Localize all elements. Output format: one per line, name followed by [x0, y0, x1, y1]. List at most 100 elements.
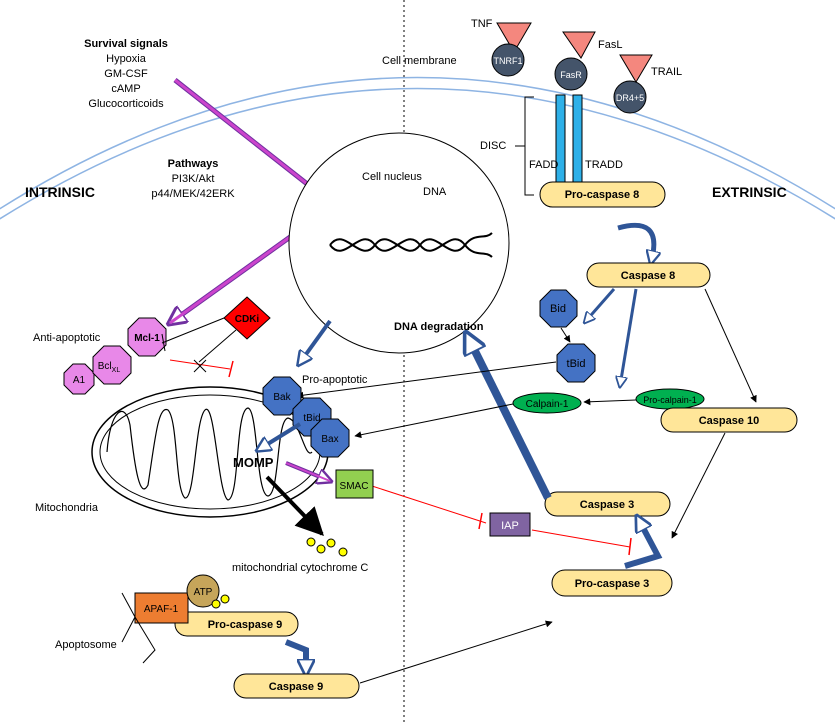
fasl-ligand-icon	[562, 31, 596, 59]
bax-label: Bax	[321, 434, 338, 445]
nucleus-label: Cell nucleus	[362, 171, 422, 183]
atp-cytc-dot-icon	[211, 599, 221, 609]
atp-cytc-dot-icon	[220, 594, 230, 604]
caspase9-label: Caspase 9	[269, 681, 323, 693]
tbid-label: tBid	[303, 413, 320, 424]
smac-inhibits-iap	[371, 485, 487, 524]
procaspase9-label: Pro-caspase 9	[208, 619, 283, 631]
cdki-inhibits-mcl1	[161, 317, 225, 344]
dr45-label: DR4+5	[616, 93, 644, 103]
disc-label: DISC	[480, 140, 506, 152]
casp8-to-casp10-arrow	[704, 288, 757, 403]
trail-ligand-icon	[619, 54, 653, 83]
blocked-cross-icon	[193, 359, 207, 373]
iap-inhibits-casp3-bar	[628, 537, 632, 556]
a1-node	[63, 363, 95, 395]
calpain-to-bax-arrow	[354, 403, 514, 439]
ext-tbid-node	[556, 343, 596, 383]
procaspase8-label: Pro-caspase 8	[565, 189, 640, 201]
cytc-label: mitochondrial cytochrome C	[232, 562, 368, 574]
casp3-to-dna-degradation-arrow	[470, 341, 552, 500]
cdki-to-cross	[198, 329, 237, 363]
fadd-label: FADD	[529, 159, 558, 171]
bax-node	[310, 418, 350, 458]
cell-membrane-inner	[0, 87, 835, 220]
cytc-dot-icon	[306, 537, 316, 547]
fasr-receptor	[554, 57, 588, 91]
cytc-dot-icon	[338, 547, 348, 557]
cdki-label: CDKi	[235, 314, 260, 325]
smac-inhibits-iap-bar	[478, 512, 483, 530]
atp-label: ATP	[194, 587, 213, 598]
apoptosome-label: Apoptosome	[55, 639, 117, 651]
fasr-label: FasR	[560, 70, 582, 80]
casp8-to-bid-arrow	[585, 288, 616, 322]
disc-bracket	[515, 96, 534, 196]
bclxl-node	[92, 345, 132, 385]
caspase3-label: Caspase 3	[580, 499, 634, 511]
apoptosome-bracket	[121, 592, 156, 664]
caspase10-label: Caspase 10	[699, 415, 760, 427]
mitochondria-cristae	[106, 407, 313, 501]
bclxl-main: Bcl	[98, 361, 112, 372]
dna-helix-icon	[329, 232, 493, 258]
caspase8-label: Caspase 8	[621, 270, 675, 282]
pathways-heading: Pathways	[168, 158, 219, 170]
procalpain-to-calpain-arrow	[583, 398, 637, 406]
apaf1-node	[134, 592, 189, 624]
pro-apoptotic-label: Pro-apoptotic	[302, 374, 368, 386]
caspase9-node	[233, 673, 360, 699]
procaspase9-node	[174, 611, 299, 637]
smac-label: SMAC	[340, 481, 369, 492]
survival-heading: Survival signals	[84, 38, 168, 50]
procasp9-to-casp9-arrow	[284, 639, 306, 668]
casp9-to-procasp3-arrow	[359, 620, 553, 684]
anti-apoptotic-label: Anti-apoptotic	[33, 332, 101, 344]
procasp8-to-casp8-arrow	[617, 222, 654, 258]
proapoptotic-to-momp-arrow	[258, 422, 302, 450]
survival-item: cAMP	[111, 83, 140, 95]
bak-node	[262, 376, 302, 416]
caspase8-node	[586, 262, 711, 288]
tnfr1-label: TNRF1	[494, 56, 523, 66]
procaspase3-node	[551, 569, 673, 597]
casp8-to-calpain-arrow	[620, 288, 638, 386]
bclxl-sub: XL	[112, 367, 121, 374]
bclxl-label: BclXL	[98, 361, 121, 374]
mcl1-inhibition	[169, 359, 231, 370]
momp-to-cytc-arrow	[265, 475, 324, 537]
cdki-inhibits-mcl1-bar	[161, 333, 166, 352]
tnfr1-receptor	[491, 43, 525, 77]
dr45-receptor	[613, 80, 647, 114]
calpain1-node	[512, 392, 582, 414]
fasl-label: FasL	[598, 39, 622, 51]
atp-node	[186, 574, 220, 608]
momp-label: MOMP	[233, 455, 274, 470]
survival-to-nucleus-arrow	[174, 78, 326, 200]
procaspase3-label: Pro-caspase 3	[575, 578, 650, 590]
bak-label: Bak	[273, 392, 291, 403]
mitochondria-label: Mitochondria	[35, 502, 99, 514]
dna-label: DNA	[423, 186, 447, 198]
fadd-bar	[555, 94, 566, 186]
caspase10-node	[660, 407, 798, 433]
smac-node	[335, 469, 374, 499]
survival-item: GM-CSF	[104, 68, 148, 80]
ext-tbid-label: tBid	[567, 358, 586, 370]
pathway-item: PI3K/Akt	[172, 173, 215, 185]
tradd-label: TRADD	[585, 159, 623, 171]
survival-item: Glucocorticoids	[88, 98, 164, 110]
bid-label: Bid	[550, 303, 566, 315]
procalpain1-label: Pro-calpain-1	[643, 395, 697, 405]
cell-membrane-outer	[0, 76, 835, 210]
intrinsic-title: INTRINSIC	[25, 184, 95, 200]
pathway-item: p44/MEK/42ERK	[151, 188, 235, 200]
cell-membrane-label: Cell membrane	[382, 55, 457, 67]
mcl1-label: Mcl-1	[134, 333, 160, 344]
nucleus-to-proapoptotic-arrow	[299, 319, 332, 364]
mcl1-node	[127, 317, 167, 357]
tnf-label: TNF	[471, 18, 493, 30]
tnf-ligand-icon	[496, 22, 532, 53]
